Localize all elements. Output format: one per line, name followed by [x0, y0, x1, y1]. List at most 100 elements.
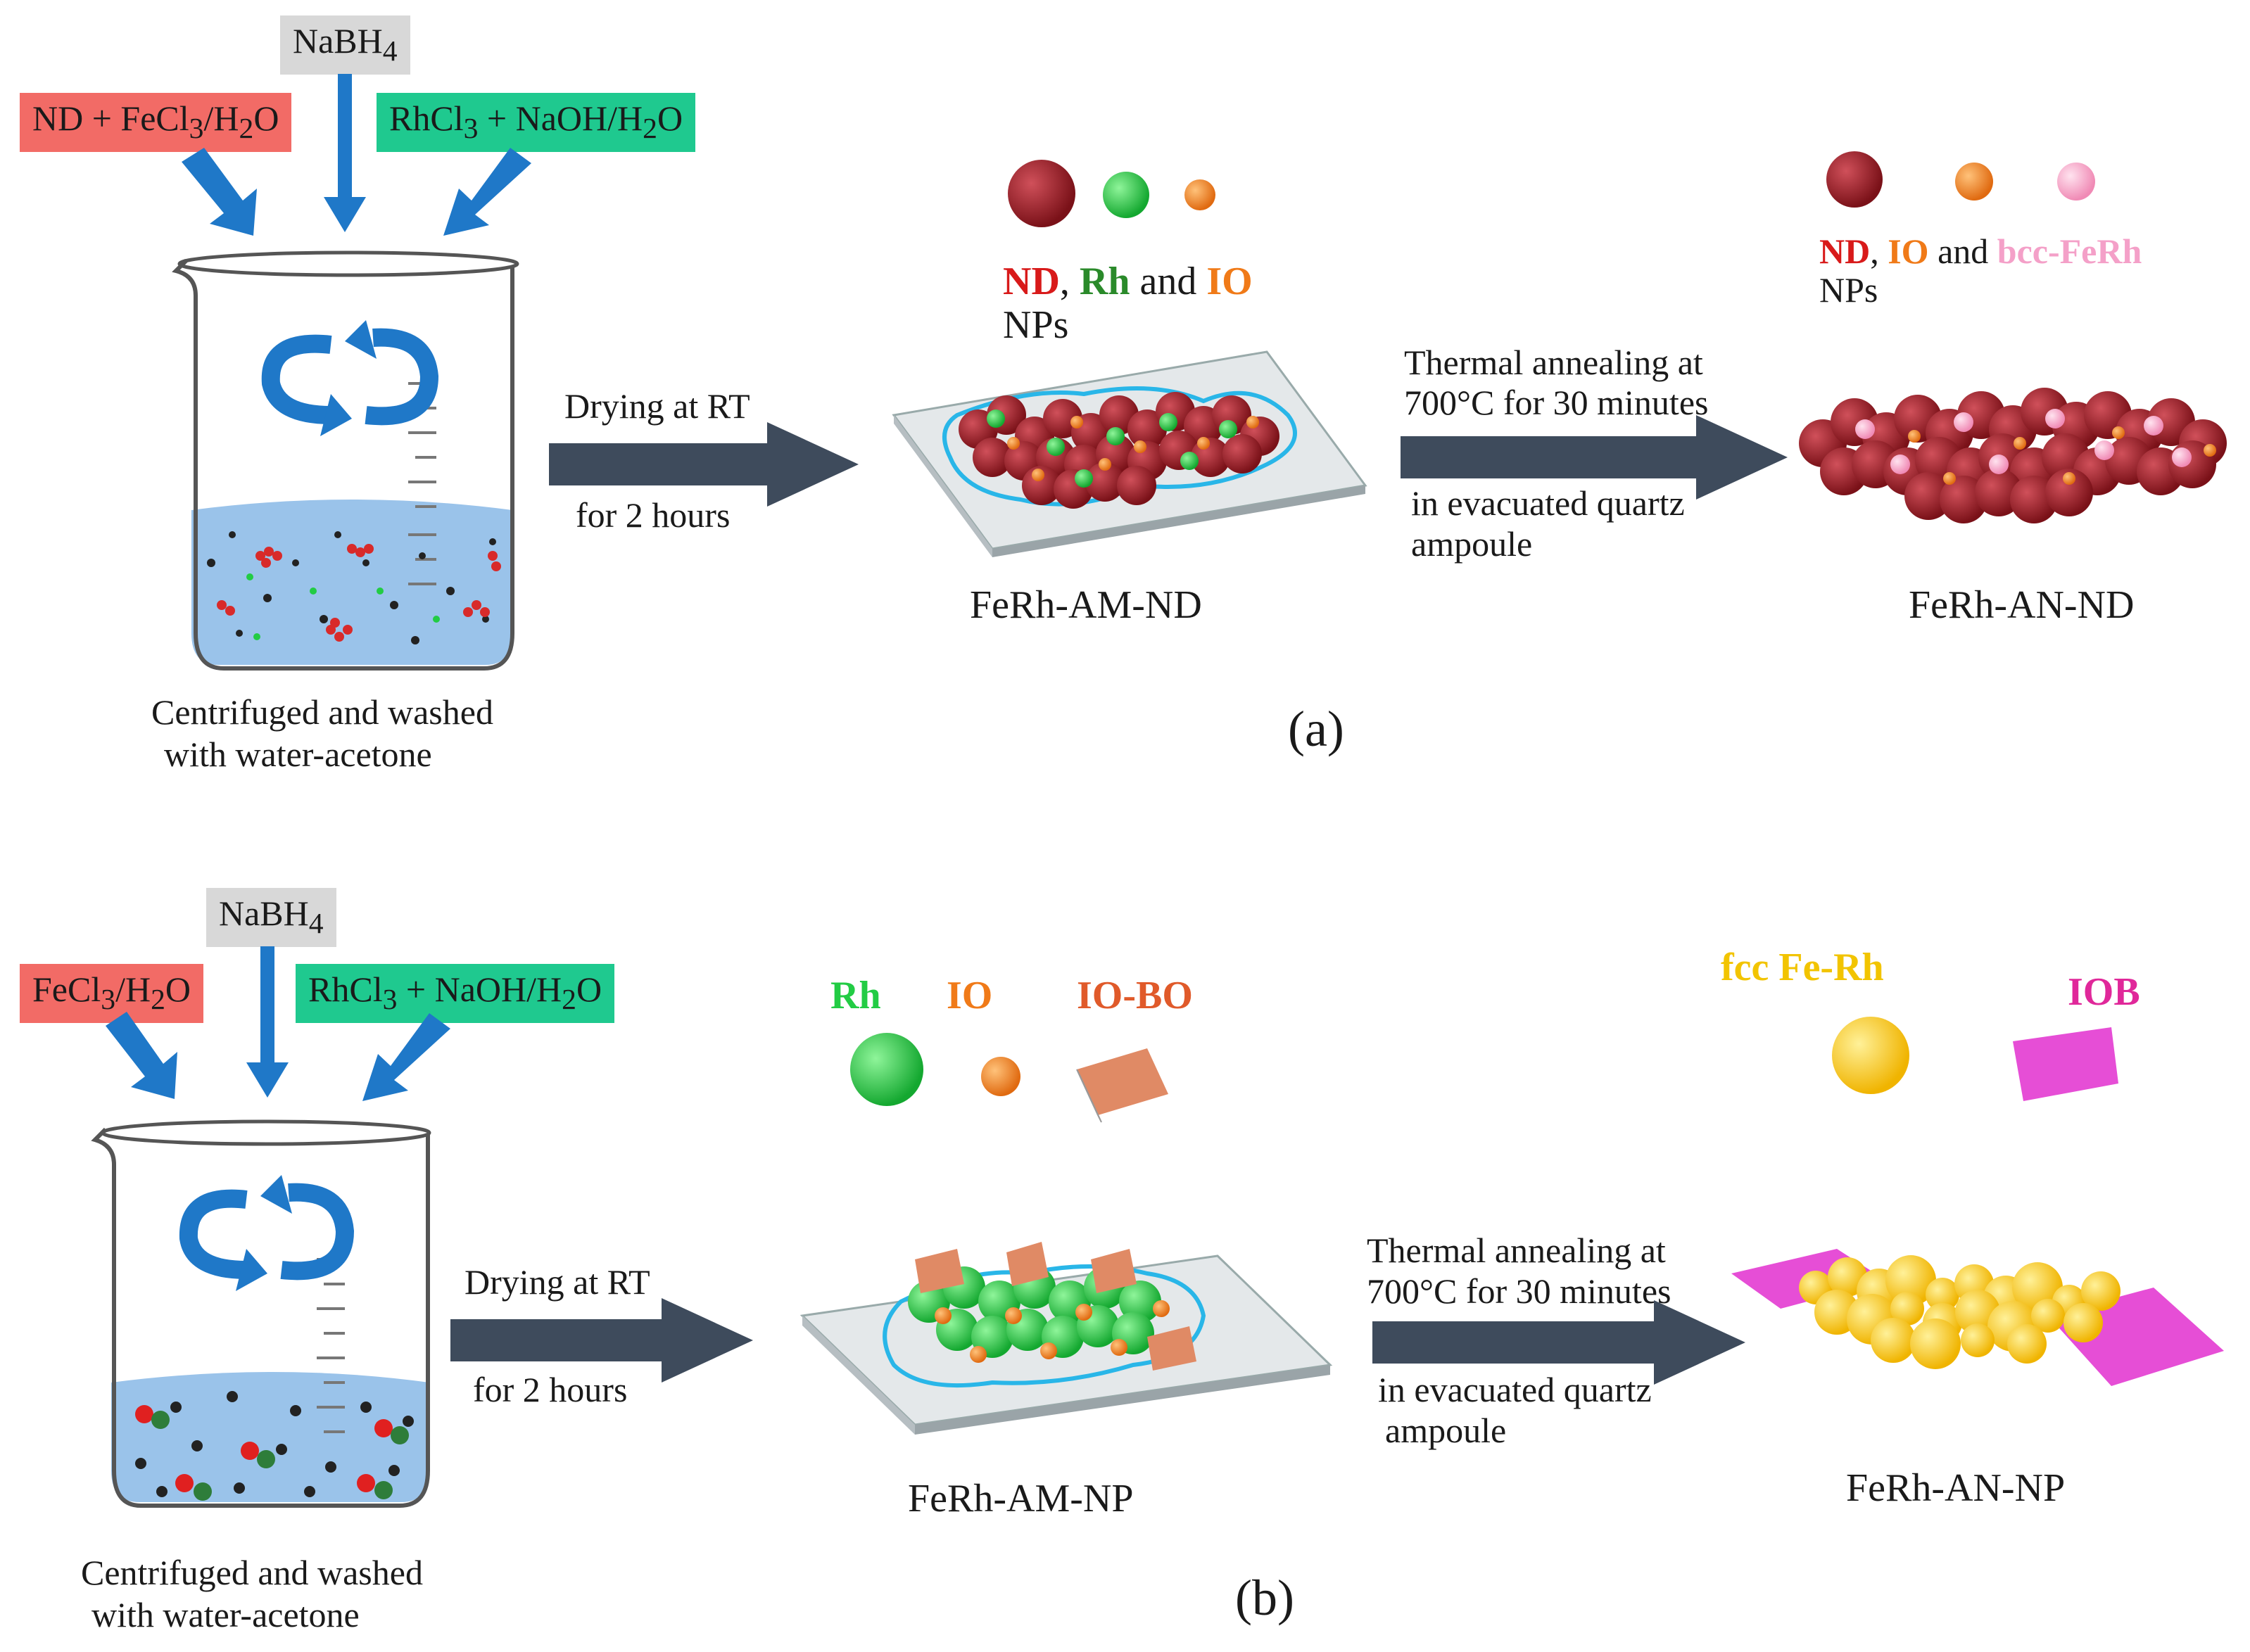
process-arrow-icon — [549, 422, 859, 507]
process-arrow-icon — [450, 1298, 753, 1383]
io-sphere-icon — [1955, 163, 1993, 201]
nd-sphere-icon — [1826, 151, 1883, 208]
io-particle — [1197, 437, 1210, 450]
annealing-condition-b2: ampoule — [1385, 1411, 1507, 1450]
rh-particle — [1119, 1281, 1161, 1323]
bcc-ferh-particle — [1954, 412, 1973, 432]
legend-shapes-b1 — [850, 1033, 1168, 1123]
beaker-a — [172, 74, 531, 671]
reagent-fecl3: FeCl3/H2O — [20, 964, 204, 1023]
drying-duration-b: for 2 hours — [473, 1370, 628, 1409]
io-particle — [1134, 440, 1146, 453]
nd-particle — [973, 438, 1012, 477]
iobo-flake — [1147, 1326, 1196, 1371]
annealing-label-b1: Thermal annealing at — [1367, 1231, 1666, 1270]
io-particle — [1032, 469, 1044, 481]
product-label-am-np: FeRh-AM-NP — [908, 1477, 1134, 1520]
nd-particle — [1085, 462, 1125, 502]
legend-fcc-label: fcc Fe-Rh — [1721, 946, 1884, 989]
legend-text-a1: ND, Rh and IO NPs — [1003, 260, 1253, 347]
fcc-ferh-particle — [2031, 1299, 2065, 1333]
legend-io-label: IO — [947, 974, 993, 1017]
rh-particle — [1180, 452, 1199, 470]
io-particle — [2014, 437, 2026, 450]
io-particle — [2112, 426, 2125, 439]
beaker-caption-a: Centrifuged and washed with water-aceton… — [151, 692, 493, 774]
nd-particle — [1904, 472, 1952, 520]
nd-particle — [1222, 434, 1262, 474]
annealing-label-b2: 700°C for 30 minutes — [1367, 1271, 1671, 1311]
beaker-b — [91, 946, 450, 1508]
legend-text-a2: ND, IO and bcc-FeRh NPs — [1819, 231, 2142, 310]
io-particle — [970, 1346, 987, 1363]
drying-label-a: Drying at RT — [564, 386, 750, 426]
rh-particle — [987, 409, 1005, 428]
io-particle — [1908, 430, 1921, 443]
io-particle — [1099, 458, 1111, 471]
fcc-ferh-particle — [1910, 1319, 1961, 1369]
stirring-icon — [179, 1183, 355, 1281]
bcc-ferh-particle — [2045, 409, 2065, 428]
io-particle — [1005, 1307, 1022, 1324]
drying-label-b: Drying at RT — [464, 1262, 650, 1302]
nd-sphere-icon — [1008, 160, 1075, 227]
reagent-nabh4: NaBH4 — [280, 15, 410, 75]
legend-iob-label: IOB — [2068, 970, 2140, 1014]
fcc-ferh-particle — [2081, 1271, 2121, 1311]
rh-particle — [1106, 427, 1125, 445]
reagent-fecl3-nd: ND + FeCl3/H2O — [20, 93, 292, 152]
panel-label-b: (b) — [1235, 1570, 1294, 1626]
legend-shapes-b2 — [1832, 1017, 2118, 1101]
io-particle — [1943, 472, 1956, 485]
nd-particle — [1022, 466, 1061, 505]
substrate-am-nd — [892, 350, 1367, 557]
fcc-ferh-particle — [1926, 1278, 1959, 1311]
particles-in-solution — [135, 1391, 414, 1501]
io-sphere-icon — [1184, 179, 1215, 210]
nd-particle — [1117, 466, 1156, 505]
substrate-am-np — [799, 1242, 1333, 1435]
bcc-ferh-particle — [2172, 447, 2192, 467]
reagent-nabh4: NaBH4 — [206, 888, 336, 947]
beaker-caption-b: Centrifuged and washed with water-aceton… — [81, 1553, 423, 1634]
fcc-ferh-sphere-icon — [1832, 1017, 1909, 1094]
annealing-condition-a1: in evacuated quartz — [1411, 483, 1685, 523]
iobo-flake — [1006, 1242, 1049, 1286]
io-particle — [2063, 472, 2075, 485]
fcc-ferh-particle — [1871, 1318, 1916, 1363]
fcc-ferh-particle — [2007, 1324, 2047, 1364]
drying-duration-a: for 2 hours — [576, 495, 731, 535]
io-particle — [1075, 1304, 1092, 1321]
rh-particle — [1075, 469, 1093, 488]
io-particle — [1153, 1300, 1170, 1317]
rh-particle — [1047, 438, 1065, 456]
legend-spheres-a1 — [1008, 160, 1215, 227]
io-particle — [1111, 1339, 1127, 1356]
io-particle — [1246, 416, 1259, 428]
reagent-rhcl3: RhCl3 + NaOH/H2O — [377, 93, 696, 152]
iobo-flake-icon — [1076, 1048, 1168, 1123]
reagent-rhcl3: RhCl3 + NaOH/H2O — [296, 964, 615, 1023]
rh-sphere-icon — [1103, 172, 1149, 218]
reagent-arrows-icon — [182, 74, 531, 236]
panel-label-a: (a) — [1288, 701, 1344, 757]
fcc-ferh-particle — [1890, 1292, 1924, 1326]
legend-iobo-label: IO-BO — [1077, 974, 1193, 1017]
nd-particle — [1127, 409, 1167, 449]
cluster-an-nd — [1799, 388, 2227, 523]
reagent-arrows-icon — [106, 946, 450, 1101]
product-label-am-nd: FeRh-AM-ND — [970, 583, 1202, 627]
product-label-an-np: FeRh-AN-NP — [1846, 1466, 2066, 1510]
bcc-ferh-particle — [1855, 419, 1875, 439]
particles-in-solution — [207, 531, 501, 644]
io-particle — [1070, 416, 1083, 428]
iobo-flake — [915, 1249, 964, 1293]
fcc-ferh-particle — [2063, 1303, 2103, 1342]
cluster-an-np — [1731, 1249, 2224, 1386]
io-particle — [1007, 437, 1020, 450]
rh-particle — [1159, 413, 1177, 431]
bcc-ferh-particle — [2094, 440, 2114, 460]
bcc-ferh-sphere-icon — [2057, 163, 2095, 201]
annealing-condition-a2: ampoule — [1411, 524, 1533, 564]
bcc-ferh-particle — [1989, 455, 2009, 474]
